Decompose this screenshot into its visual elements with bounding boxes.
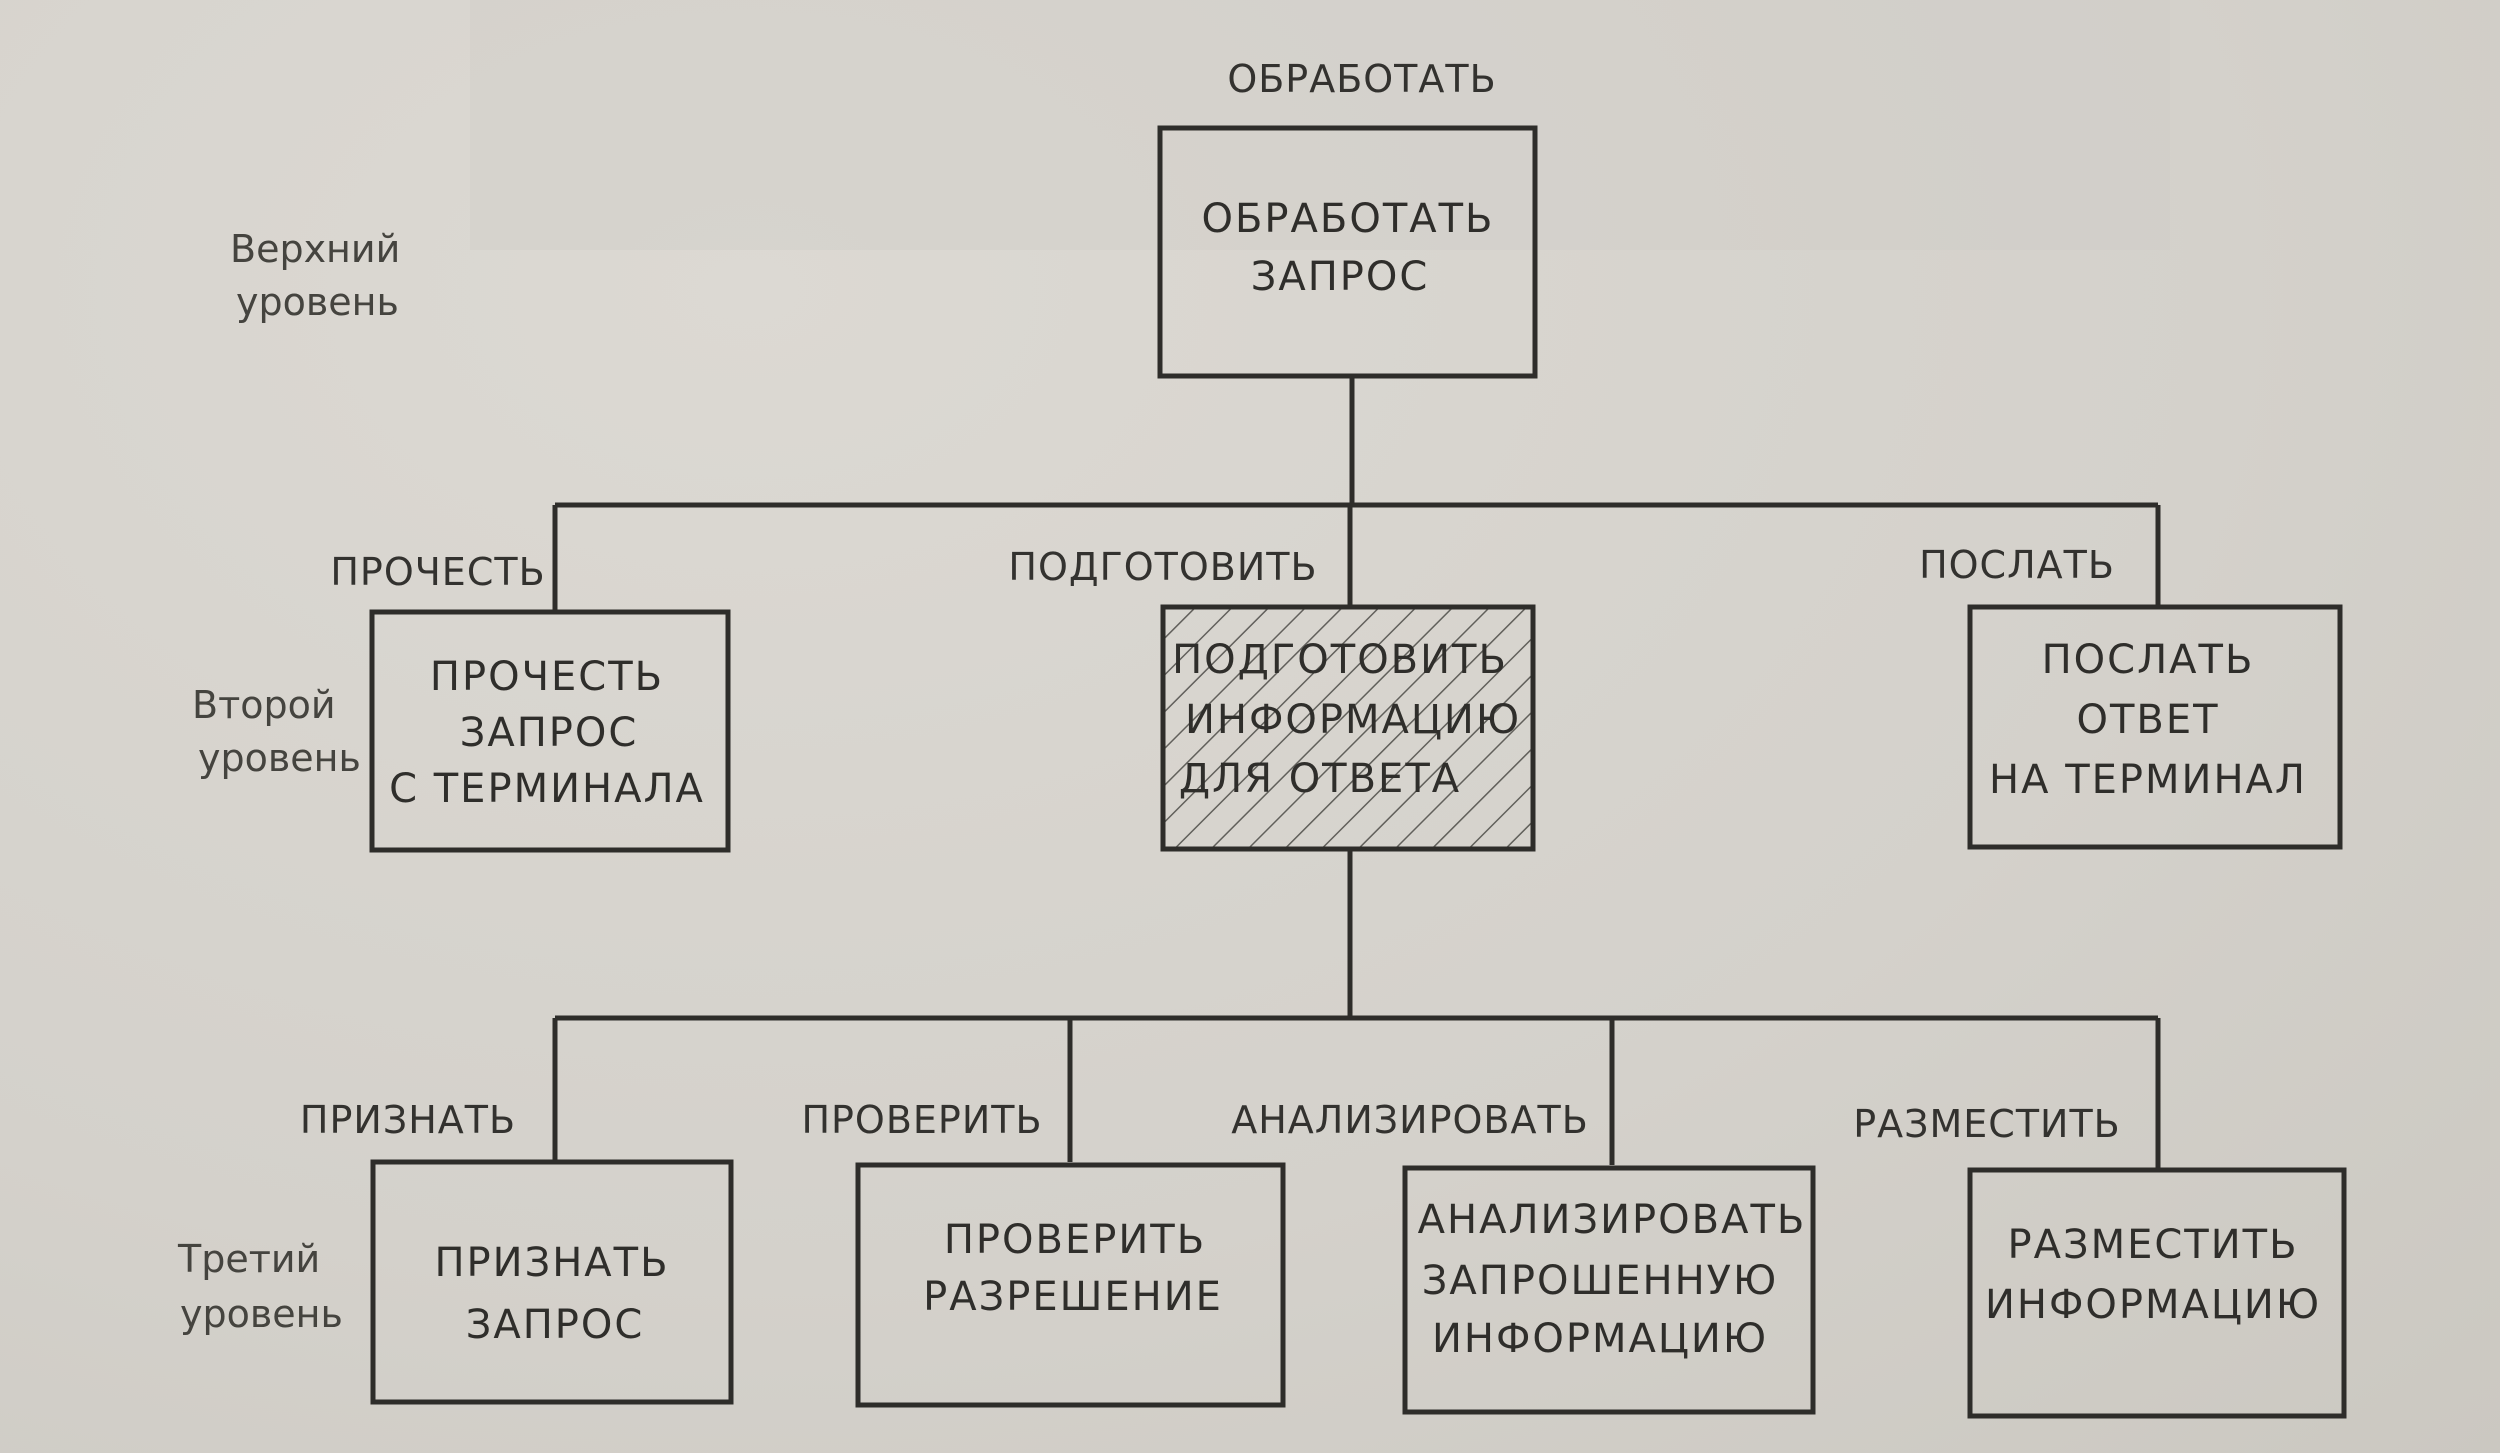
connectors — [552, 377, 2161, 1168]
node-analyze-info: АНАЛИЗИРОВАТЬ АНАЛИЗИРОВАТЬ ЗАПРОШЕННУЮ … — [1231, 1098, 1816, 1415]
nodes-analyze-lines-0-text: АНАЛИЗИРОВАТЬ — [1418, 1197, 1807, 1243]
level-label-third: Третий уровень — [177, 1237, 343, 1336]
node-check-box — [855, 1162, 1286, 1408]
node-process-box — [1157, 125, 1538, 379]
levels-third-line1-text: Третий — [177, 1237, 320, 1281]
levels-top-line2-text: уровень — [236, 280, 399, 324]
node-analyze-label: АНАЛИЗИРОВАТЬ — [1231, 1098, 1589, 1142]
nodes-place-lines-0-text: РАЗМЕСТИТЬ — [2007, 1222, 2298, 1268]
level-label-top: Верхний уровень — [230, 227, 400, 324]
node-prepare-box — [1160, 604, 1536, 852]
level-label-second: Второй уровень — [192, 683, 361, 780]
node-acknowledge-label: ПРИЗНАТЬ — [300, 1098, 516, 1142]
nodes-send-lines-2-text: НА ТЕРМИНАЛ — [1989, 757, 2307, 803]
nodes-process-lines-0-text: ОБРАБОТАТЬ — [1201, 196, 1494, 242]
nodes-analyze-lines-1-text: ЗАПРОШЕННУЮ — [1422, 1258, 1778, 1304]
node-prepare-hatch — [1163, 607, 1533, 849]
nodes-prepare-lines-2-text: ДЛЯ ОТВЕТА — [1179, 756, 1461, 802]
levels-top-line1-text: Верхний — [230, 227, 400, 271]
node-acknowledge-box — [370, 1159, 734, 1405]
node-acknowledge-request: ПРИЗНАТЬ ПРИЗНАТЬ ЗАПРОС — [300, 1098, 734, 1405]
nodes-process-lines-1-text: ЗАПРОС — [1251, 254, 1430, 300]
nodes-read-lines-2-text: С ТЕРМИНАЛА — [389, 766, 705, 812]
nodes-check-lines-0-text: ПРОВЕРИТЬ — [944, 1217, 1206, 1263]
node-send-label: ПОСЛАТЬ — [1919, 543, 2115, 587]
levels-second-line2-text: уровень — [198, 736, 361, 780]
node-read-request: ПРОЧЕСТЬ ПРОЧЕСТЬ ЗАПРОС С ТЕРМИНАЛА — [330, 550, 731, 853]
levels-third-line2-text: уровень — [180, 1292, 343, 1336]
nodes-send-lines-1-text: ОТВЕТ — [2076, 697, 2219, 743]
nodes-acknowledge-lines-1-text: ЗАПРОС — [466, 1302, 645, 1348]
node-prepare-info: ПОДГОТОВИТЬ ПОДГОТОВИТЬ ИНФОРМАЦИЮ ДЛЯ О… — [1008, 545, 1536, 852]
node-prepare-label: ПОДГОТОВИТЬ — [1008, 545, 1317, 589]
node-place-info: РАЗМЕСТИТЬ РАЗМЕСТИТЬ ИНФОРМАЦИЮ — [1853, 1102, 2347, 1419]
nodes-prepare-lines-0-text: ПОДГОТОВИТЬ — [1172, 637, 1508, 683]
nodes-send-lines-0-text: ПОСЛАТЬ — [2042, 637, 2255, 683]
nodes-acknowledge-lines-0-text: ПРИЗНАТЬ — [434, 1240, 669, 1286]
node-send-response: ПОСЛАТЬ ПОСЛАТЬ ОТВЕТ НА ТЕРМИНАЛ — [1919, 543, 2343, 850]
node-process-request: ОБРАБОТАТЬ ОБРАБОТАТЬ ЗАПРОС — [1157, 57, 1538, 379]
node-place-box — [1967, 1167, 2347, 1419]
node-check-permission: ПРОВЕРИТЬ ПРОВЕРИТЬ РАЗРЕШЕНИЕ — [801, 1098, 1286, 1408]
nodes-read-lines-1-text: ЗАПРОС — [460, 710, 639, 756]
node-read-label: ПРОЧЕСТЬ — [330, 550, 545, 594]
ghost-print-area — [470, 0, 2170, 250]
node-analyze-box — [1402, 1165, 1816, 1415]
nodes-place-lines-1-text: ИНФОРМАЦИЮ — [1985, 1282, 2321, 1328]
nodes-read-lines-0-text: ПРОЧЕСТЬ — [430, 654, 664, 700]
node-place-label: РАЗМЕСТИТЬ — [1853, 1102, 2121, 1146]
node-send-box — [1967, 604, 2343, 850]
nodes-check-lines-1-text: РАЗРЕШЕНИЕ — [923, 1274, 1223, 1320]
node-process-label: ОБРАБОТАТЬ — [1227, 57, 1496, 101]
levels-second-line1-text: Второй — [192, 683, 336, 727]
nodes-analyze-lines-2-text: ИНФОРМАЦИЮ — [1432, 1316, 1768, 1362]
nodes-prepare-lines-1-text: ИНФОРМАЦИЮ — [1185, 697, 1521, 743]
node-read-box — [369, 609, 731, 853]
node-check-label: ПРОВЕРИТЬ — [801, 1098, 1042, 1142]
